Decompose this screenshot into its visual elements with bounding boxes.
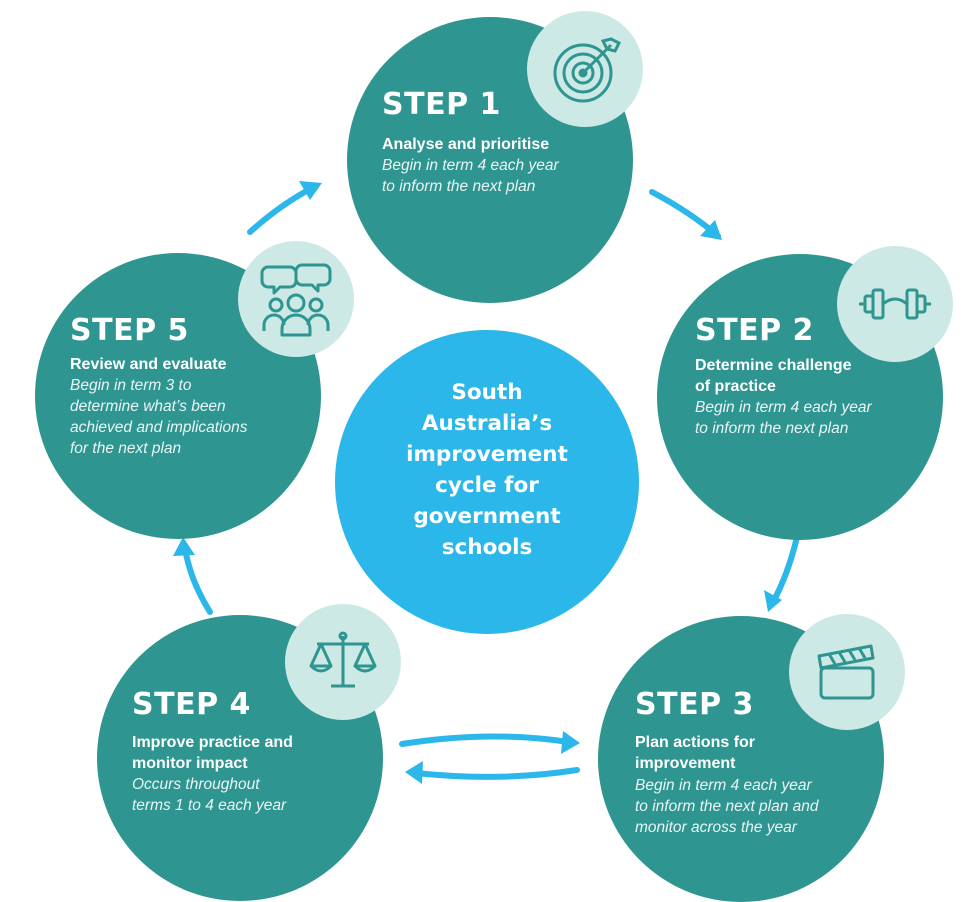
step-4-heading: Improve practice and monitor impact [132,732,372,774]
center-title-line: schools [441,535,533,560]
step-4-heading-line: monitor impact [132,755,248,772]
step-5-heading-line: Review and evaluate [70,356,227,373]
clapperboard-icon [817,644,875,700]
arrow-step4-to-step5 [182,545,213,615]
group-discussion-icon [260,263,332,337]
step-1-title: STEP 1 [382,87,501,122]
center-title-line: South [451,380,523,405]
step-3-description-line: to inform the next plan and [635,798,819,815]
arrow-step2-to-step3 [769,534,800,607]
arrowhead-step5-to-step1 [299,181,322,200]
step-5-title: STEP 5 [70,313,189,348]
step-2-description-line: Begin in term 4 each year [695,399,872,416]
step-1-icon-badge [527,11,643,127]
step-1-description: Begin in term 4 each year to inform the n… [382,155,632,197]
step-3-heading: Plan actions for improvement [635,732,875,774]
step-3-description-line: Begin in term 4 each year [635,777,812,794]
target-icon [553,37,622,103]
step-4-description-line: Occurs throughout [132,776,260,793]
step-5-description-line: Begin in term 3 to [70,377,192,394]
step-1-description-line: to inform the next plan [382,178,536,195]
step-3-heading-line: improvement [635,755,736,772]
step-2-heading-line: Determine challenge [695,357,852,374]
step-2-title: STEP 2 [695,313,814,348]
step-5-heading: Review and evaluate [70,354,320,375]
step-5-description-line: determine what’s been [70,398,226,415]
arrowhead-step4-to-step5 [173,537,195,556]
step-2-heading-line: of practice [695,378,776,395]
arrow-step3-to-step4 [413,767,580,780]
step-4-icon-badge [285,604,401,720]
step-5-icon-badge [238,241,354,357]
step-1-heading: Analyse and prioritise [382,134,632,155]
step-4-title: STEP 4 [132,687,251,722]
step-5-description: Begin in term 3 to determine what’s been a… [70,375,320,459]
arrowhead-step2-to-step3 [764,590,782,612]
center-title-line: cycle for [435,473,539,498]
step-3-description-line: monitor across the year [635,819,797,836]
step-3-title: STEP 3 [635,687,754,722]
dumbbell-icon [859,288,931,320]
step-3-icon-badge [789,614,905,730]
step-2-description-line: to inform the next plan [695,420,849,437]
step-3-heading-line: Plan actions for [635,734,756,751]
step-2-heading: Determine challenge of practice [695,355,935,397]
step-2-description: Begin in term 4 each year to inform the n… [695,397,935,439]
step-5-circle: STEP 5 Review and evaluate Begin in term… [35,253,321,539]
step-5-description-line: achieved and implications [70,419,248,436]
center-circle [335,330,639,634]
scales-icon [309,631,377,688]
step-1-description-line: Begin in term 4 each year [382,157,559,174]
center-title-line: improvement [406,442,568,467]
arrow-step4-to-step3 [399,733,571,747]
step-4-description: Occurs throughout terms 1 to 4 each year [132,774,372,816]
arrowhead-step4-to-step3 [561,731,580,754]
step-2-icon-badge [837,246,953,362]
step-5-description-line: for the next plan [70,440,182,457]
step-4-description-line: terms 1 to 4 each year [132,797,287,814]
arrow-step5-to-step1 [247,185,315,235]
arrowhead-step3-to-step4 [405,761,423,784]
center-title-line: Australia’s [421,411,553,436]
step-3-description: Begin in term 4 each year to inform the n… [635,775,875,838]
center-title-line: government [413,504,561,529]
step-4-heading-line: Improve practice and [132,734,293,751]
arrowhead-step1-to-step2 [700,220,722,240]
step-1-heading-line: Analyse and prioritise [382,136,550,153]
